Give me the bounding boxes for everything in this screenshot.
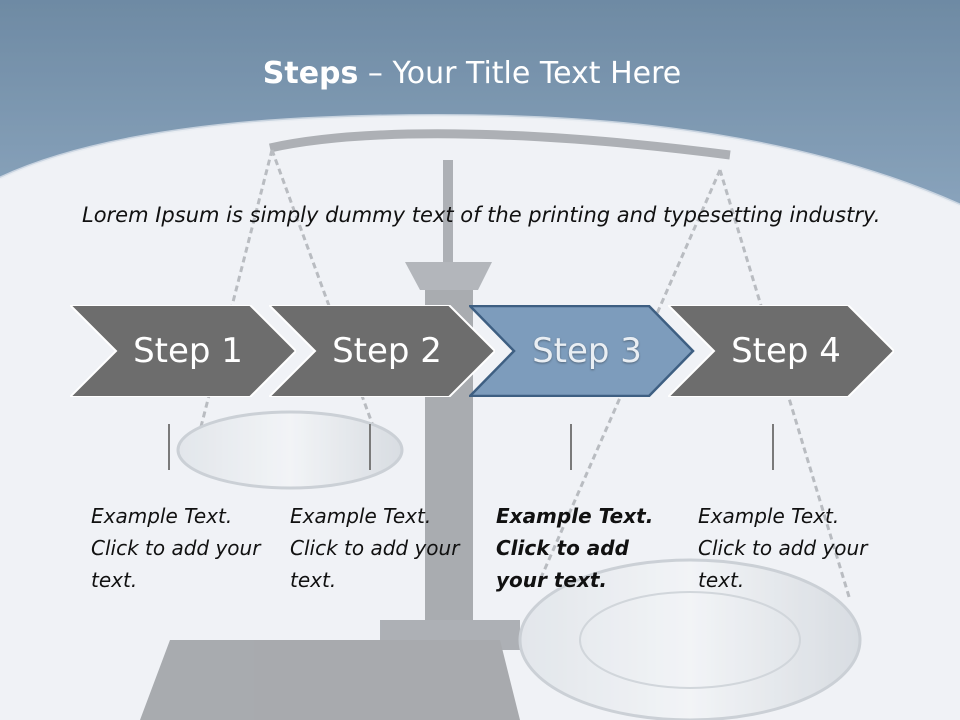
scales-image: [140, 129, 862, 720]
step-3-label: Step 3: [532, 331, 642, 371]
step-2-text[interactable]: Example Text. Click to add your text.: [290, 504, 460, 592]
intro-text[interactable]: Lorem Ipsum is simply dummy text of the …: [82, 203, 881, 227]
step-1-label: Step 1: [133, 331, 243, 371]
title-rest-part: – Your Title Text Here: [358, 56, 682, 91]
title-bold-part: Steps: [262, 56, 359, 91]
step-4-connector: [772, 424, 774, 470]
step-4-text[interactable]: Example Text. Click to add your text.: [698, 504, 868, 592]
step-4-label: Step 4: [731, 331, 841, 371]
step-3-chevron[interactable]: Step 3: [469, 305, 695, 397]
slide-title[interactable]: Steps – Your Title Text Here: [0, 56, 944, 91]
step-1-connector: [168, 424, 170, 470]
step-2-connector: [369, 424, 371, 470]
step-2-chevron[interactable]: Step 2: [269, 305, 495, 397]
step-3-text[interactable]: Example Text. Click to add your text.: [496, 504, 654, 592]
step-2-label: Step 2: [332, 331, 442, 371]
step-1-chevron[interactable]: Step 1: [70, 305, 296, 397]
step-3-connector: [570, 424, 572, 470]
step-1-text[interactable]: Example Text. Click to add your text.: [91, 504, 261, 592]
step-4-chevron[interactable]: Step 4: [668, 305, 894, 397]
